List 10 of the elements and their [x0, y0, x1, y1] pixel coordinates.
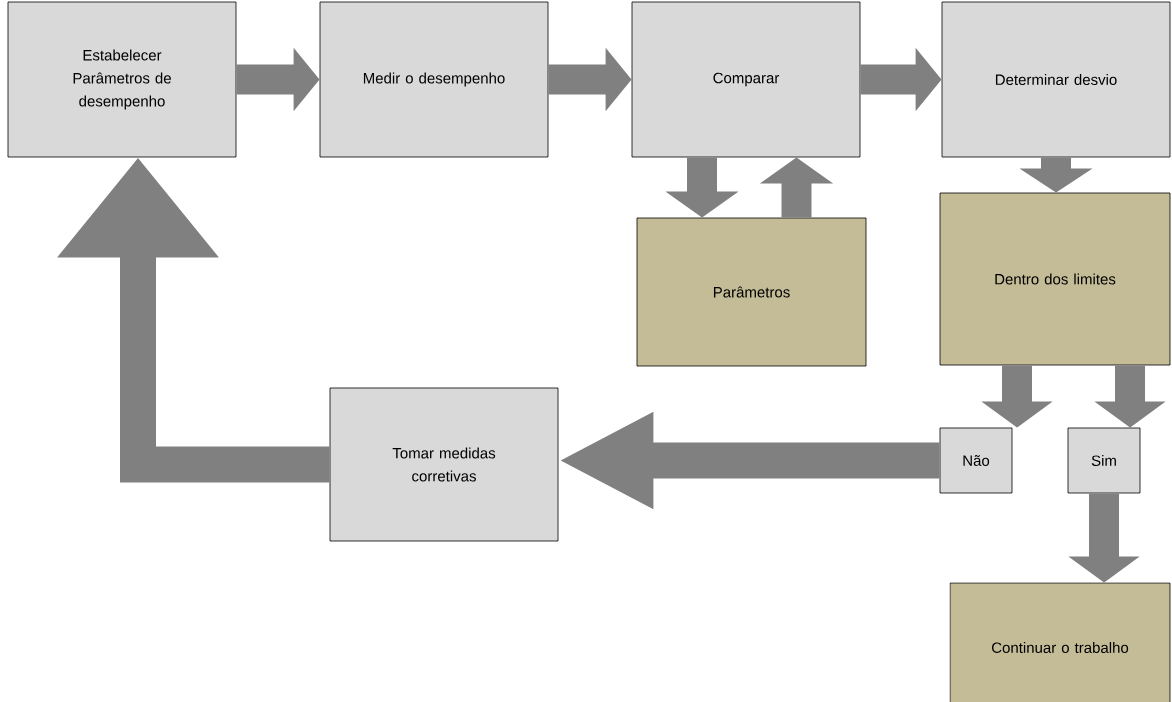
process-box: Tomar medidas corretivas	[329, 387, 559, 542]
process-box: Dentro dos limites	[939, 192, 1171, 366]
process-box: Estabelecer Parâmetros de desempenho	[7, 1, 237, 158]
process-box: Determinar desvio	[941, 1, 1171, 158]
process-box: Medir o desempenho	[319, 1, 549, 158]
process-box: Parâmetros	[636, 217, 867, 367]
process-box: Continuar o trabalho	[949, 582, 1171, 702]
process-box: Não	[939, 427, 1013, 494]
process-box: Comparar	[631, 1, 861, 158]
process-box: Sim	[1067, 427, 1141, 494]
